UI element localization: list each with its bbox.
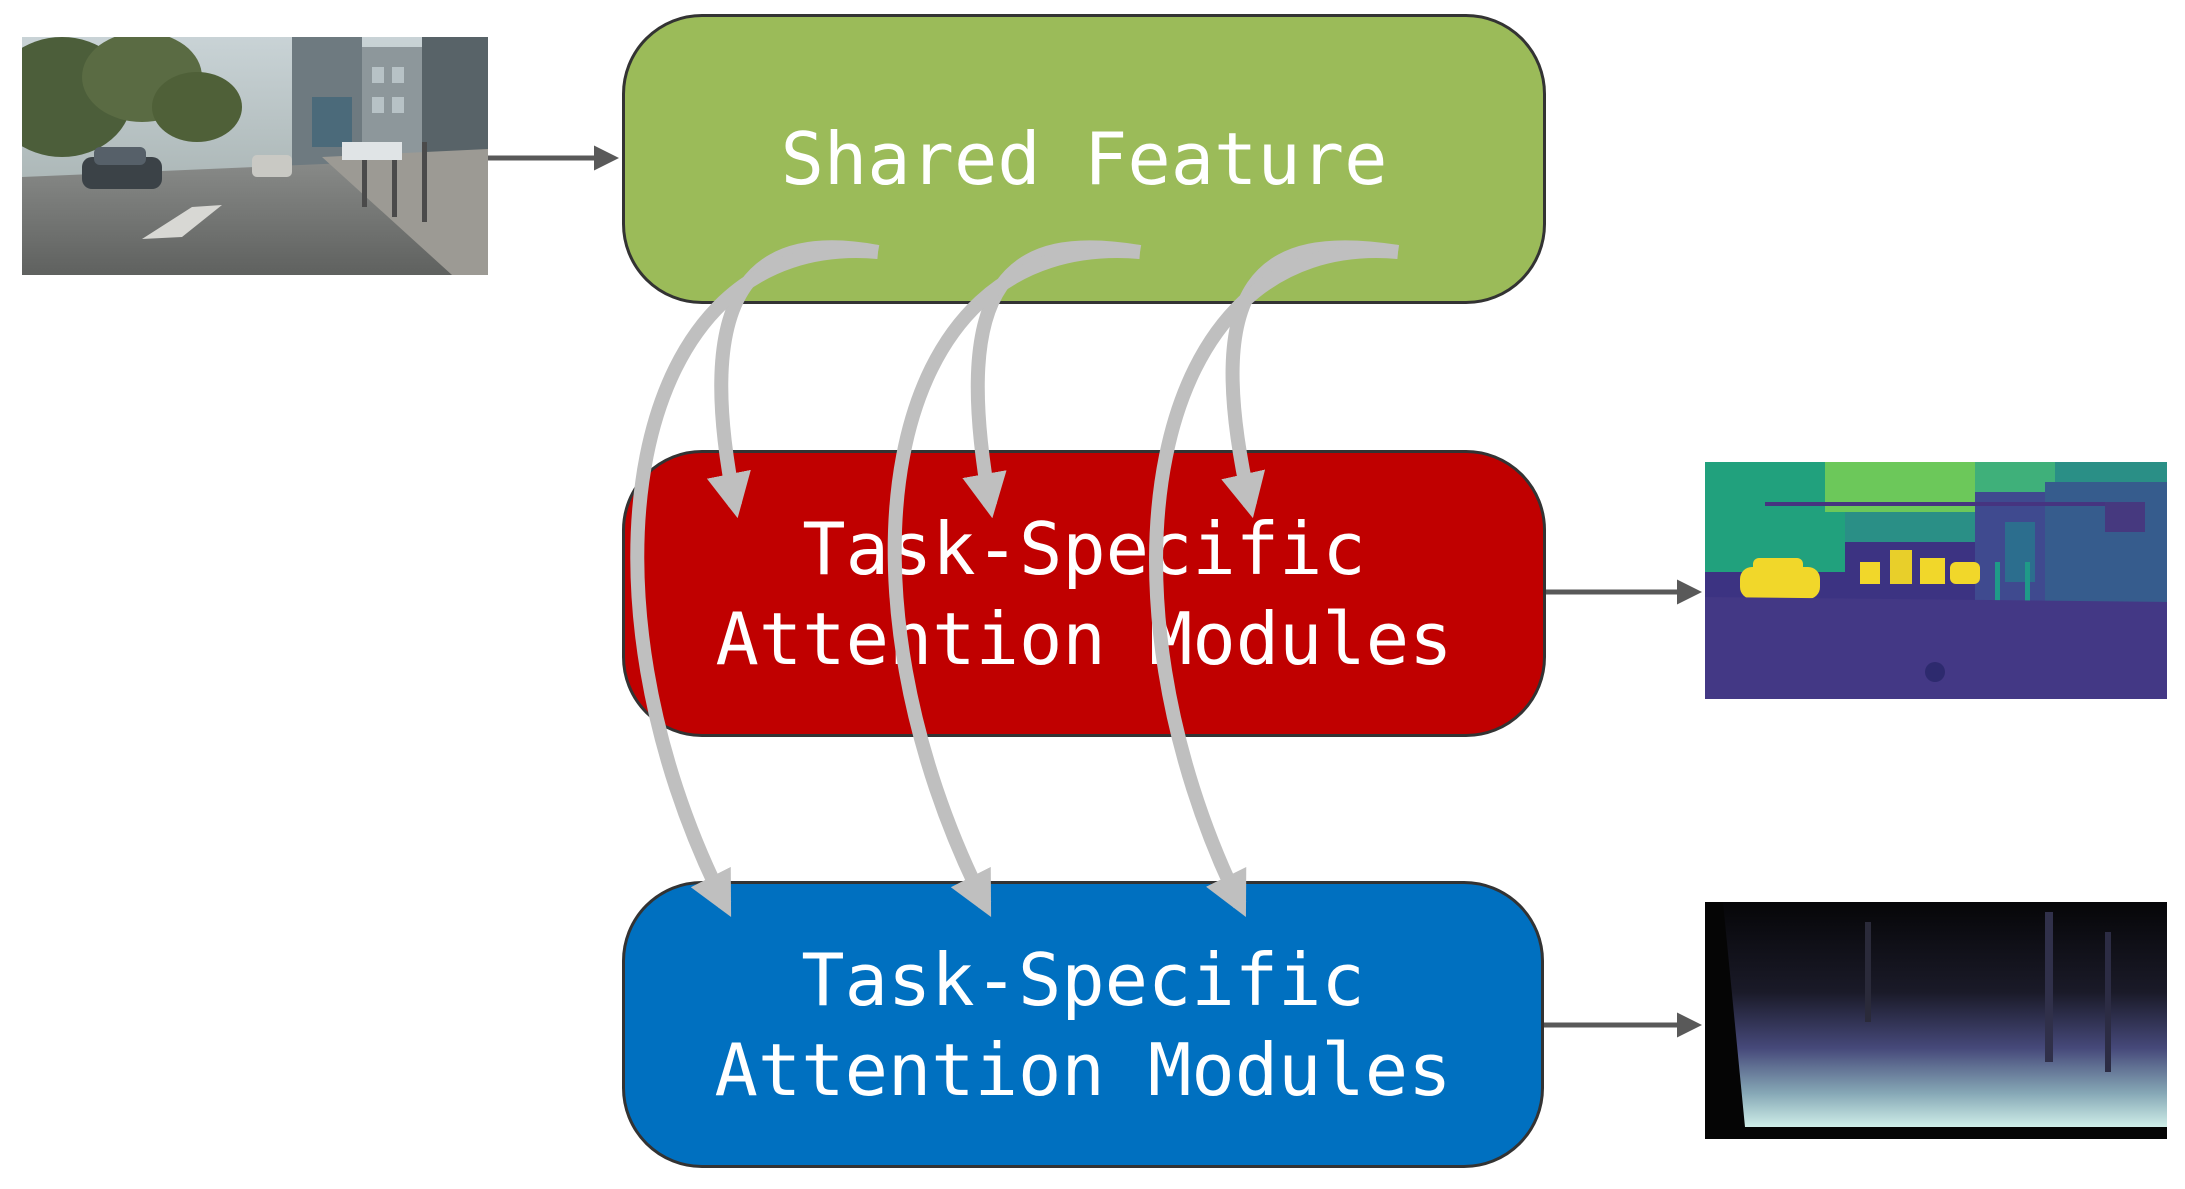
task-specific-attention-modules-box-1: Task-Specific Attention Modules xyxy=(622,450,1546,737)
input-street-image xyxy=(22,37,488,275)
attention-arrow-2b xyxy=(887,244,1141,917)
shared-feature-label: Shared Feature xyxy=(780,117,1388,201)
segmentation-output-image xyxy=(1705,462,2167,699)
task-module-2-line1: Task-Specific xyxy=(801,937,1365,1022)
attention-arrow-2a xyxy=(630,244,879,917)
depth-output-image xyxy=(1705,902,2167,1139)
task-module-2-line2: Attention Modules xyxy=(714,1027,1452,1112)
task-module-1-line2: Attention Modules xyxy=(715,596,1453,681)
attention-arrow-2c xyxy=(1149,244,1399,918)
task-specific-attention-modules-box-2: Task-Specific Attention Modules xyxy=(622,881,1544,1168)
